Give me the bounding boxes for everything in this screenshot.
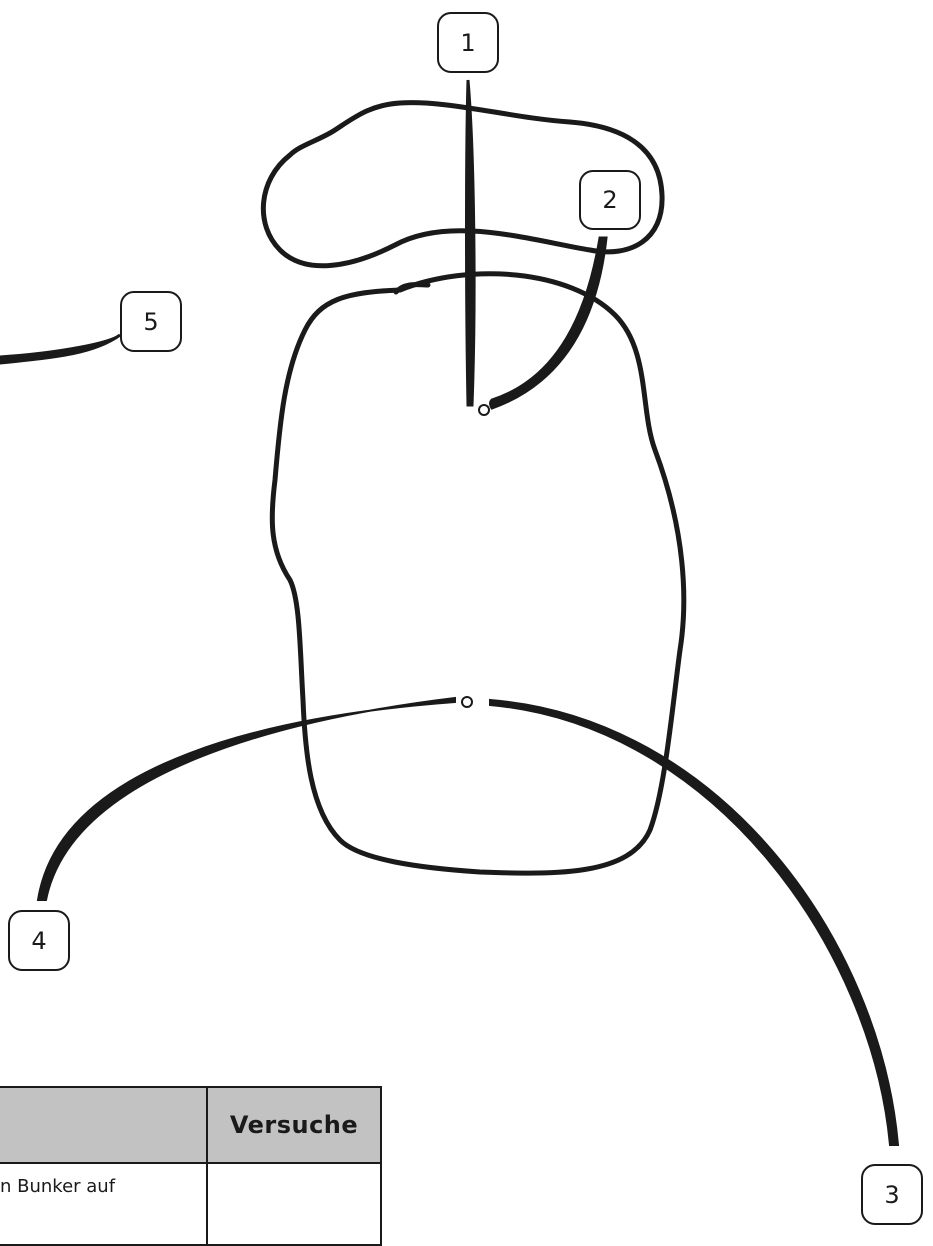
callout-1: 1 xyxy=(438,13,498,72)
attempts-label: Versuche xyxy=(230,1111,358,1139)
table-row: n Bunker auf xyxy=(0,1163,381,1245)
callout-2: 2 xyxy=(580,171,640,229)
callout-label-4: 4 xyxy=(31,927,46,955)
callout-3: 3 xyxy=(862,1165,922,1224)
table-cell-attempts[interactable] xyxy=(207,1163,381,1245)
leader-line-2 xyxy=(491,238,607,408)
leader-line-5 xyxy=(0,335,120,363)
callout-label-5: 5 xyxy=(143,308,158,336)
fairway-mark xyxy=(396,285,428,292)
score-table-wrap: Versuche n Bunker auf xyxy=(0,1086,382,1246)
distance-marker xyxy=(462,697,472,707)
callout-5: 5 xyxy=(121,292,181,351)
leader-line-3 xyxy=(490,700,898,1145)
table-header-attempts: Versuche xyxy=(207,1087,381,1163)
leader-line-4 xyxy=(38,698,455,900)
leader-line-1 xyxy=(467,80,475,405)
pin-marker xyxy=(479,405,489,415)
callout-label-2: 2 xyxy=(602,186,617,214)
callout-label-3: 3 xyxy=(884,1181,899,1209)
score-table: Versuche n Bunker auf xyxy=(0,1086,382,1246)
table-header-row: Versuche xyxy=(0,1087,381,1163)
callout-label-1: 1 xyxy=(460,29,475,57)
callout-4: 4 xyxy=(9,911,69,970)
table-cell-task: n Bunker auf xyxy=(0,1163,207,1245)
table-header-task xyxy=(0,1087,207,1163)
fairway-outline xyxy=(272,274,684,873)
